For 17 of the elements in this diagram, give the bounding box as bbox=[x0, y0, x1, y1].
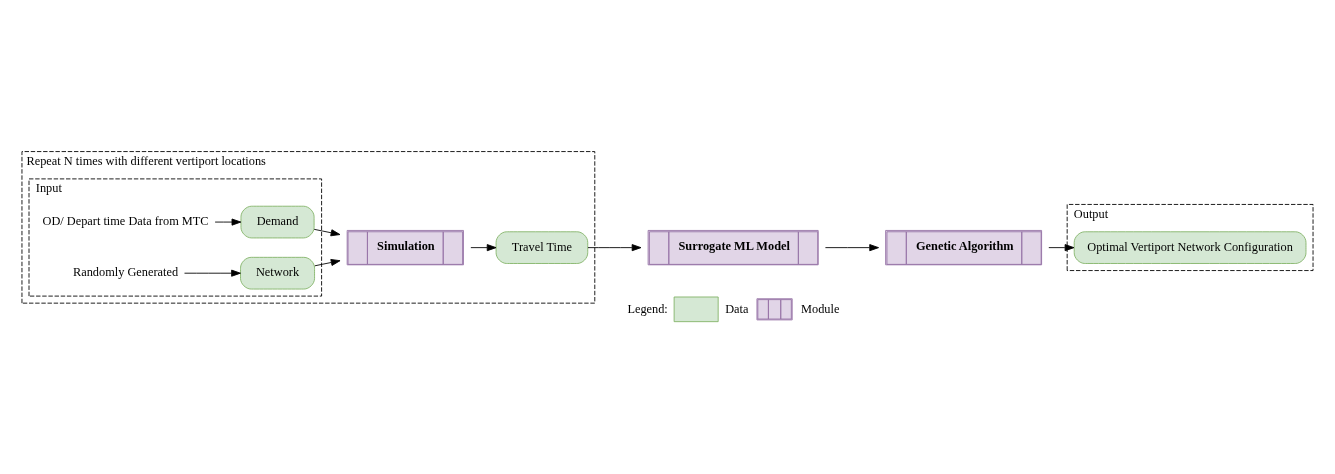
arrow bbox=[587, 243, 642, 251]
node-box: Travel Time bbox=[495, 230, 589, 264]
arrow bbox=[314, 258, 341, 266]
arrow bbox=[824, 243, 879, 251]
legend-label: Data bbox=[725, 301, 749, 316]
node-box: Optimal Vertiport Network Configuration bbox=[1073, 230, 1307, 264]
node-text: OD/ Depart time Data from MTC bbox=[42, 213, 209, 228]
arrow bbox=[184, 269, 241, 277]
arrow bbox=[1048, 243, 1075, 251]
node-box: Network bbox=[240, 256, 315, 289]
arrow bbox=[313, 228, 341, 236]
node-text: Randomly Generated bbox=[72, 264, 179, 279]
arrow bbox=[470, 243, 497, 251]
legend-label: Module bbox=[801, 301, 840, 316]
arrow bbox=[214, 218, 242, 226]
node-box: Demand bbox=[240, 205, 315, 238]
label: Legend: bbox=[627, 301, 668, 316]
